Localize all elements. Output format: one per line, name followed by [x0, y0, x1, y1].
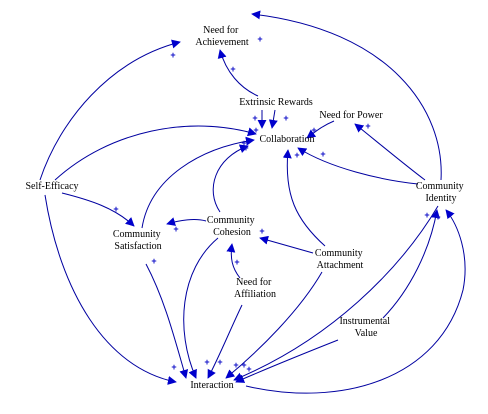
polarity-need-for-affiliation-to-interaction: +: [217, 357, 222, 367]
link-extrinsic-rewards-to-need-for-achievement: [217, 49, 259, 97]
node-self-efficacy: Self-Efficacy: [25, 181, 78, 192]
link-community-identity-to-interaction: [233, 205, 439, 382]
polarity-community-attachment-to-community-cohesion: +: [259, 226, 264, 236]
polarity-community-identity-to-need-for-achievement: +: [257, 34, 262, 44]
link-need-for-affiliation-to-community-cohesion: [226, 243, 241, 279]
node-community-attachment: Community Attachment: [315, 248, 365, 271]
link-instrumental-value-to-community-identity: [382, 209, 441, 319]
link-community-cohesion-to-collaboration: [212, 144, 249, 213]
polarity-community-cohesion-to-community-satisfaction: +: [173, 224, 178, 234]
link-community-attachment-to-collaboration: [282, 149, 326, 247]
polarity-community-satisfaction-to-collaboration: +: [241, 138, 246, 148]
polarity-extrinsic-rewards-to-need-for-achievement: +: [230, 64, 235, 74]
variables: Need for Achievement Extrinsic Rewards N…: [25, 25, 466, 391]
link-instrumental-value-to-interaction: [235, 339, 339, 383]
node-community-identity: Community Identity: [416, 181, 466, 204]
link-community-identity-to-collaboration: [297, 147, 419, 185]
link-self-efficacy-to-need-for-achievement: [39, 39, 181, 181]
link-polarities: +++++++++++++++++++++++++: [113, 34, 440, 374]
causal-links: [39, 10, 466, 394]
node-need-for-affiliation: Need for Affiliation: [234, 277, 276, 300]
link-self-efficacy-to-collaboration: [54, 125, 257, 181]
link-extrinsic-rewards-to-collaboration-b: [268, 109, 278, 129]
polarity-community-identity-to-interaction: +: [241, 360, 246, 370]
polarity-instrumental-value-to-community-identity: +: [424, 210, 429, 220]
link-interaction-to-community-identity: [245, 209, 466, 394]
link-community-cohesion-to-community-satisfaction: [166, 217, 207, 226]
polarity-self-efficacy-to-community-satisfaction: +: [113, 204, 118, 214]
node-interaction: Interaction: [190, 380, 233, 391]
polarity-need-for-power-to-collaboration: +: [311, 125, 316, 135]
polarity-self-efficacy-to-interaction: +: [171, 362, 176, 372]
link-community-cohesion-to-interaction: [183, 237, 219, 379]
polarity-community-cohesion-to-collaboration: +: [243, 143, 248, 153]
node-need-for-power: Need for Power: [319, 110, 383, 121]
node-extrinsic-rewards: Extrinsic Rewards: [239, 97, 313, 108]
polarity-extrinsic-rewards-to-collaboration-a: +: [252, 113, 257, 123]
link-self-efficacy-to-interaction: [44, 194, 177, 385]
polarity-instrumental-value-to-interaction: +: [246, 364, 251, 374]
node-community-cohesion: Community Cohesion: [207, 215, 257, 238]
node-community-satisfaction: Community Satisfaction: [113, 229, 163, 252]
link-community-attachment-to-interaction: [225, 271, 323, 379]
polarity-interaction-to-community-identity: +: [435, 212, 440, 222]
polarity-community-identity-to-collaboration: +: [320, 149, 325, 159]
node-need-for-achievement: Need for Achievement: [195, 25, 249, 48]
node-instrumental-value: Instrumental Value: [339, 316, 392, 339]
link-self-efficacy-to-community-satisfaction: [61, 192, 135, 227]
node-collaboration: Collaboration: [260, 134, 315, 145]
link-community-attachment-to-community-cohesion: [259, 235, 314, 254]
polarity-self-efficacy-to-collaboration: +: [253, 125, 258, 135]
link-community-satisfaction-to-collaboration: [141, 136, 255, 229]
polarity-community-attachment-to-collaboration: +: [294, 150, 299, 160]
link-need-for-affiliation-to-interaction: [207, 304, 243, 379]
polarity-extrinsic-rewards-to-collaboration-b: +: [283, 113, 288, 123]
link-need-for-power-to-community-identity: [354, 123, 426, 181]
link-community-identity-to-need-for-achievement: [251, 10, 442, 181]
polarity-community-satisfaction-to-interaction: +: [151, 256, 156, 266]
polarity-community-attachment-to-interaction: +: [233, 360, 238, 370]
polarity-need-for-affiliation-to-community-cohesion: +: [234, 257, 239, 267]
link-community-satisfaction-to-interaction: [145, 263, 189, 379]
polarity-community-cohesion-to-interaction: +: [204, 357, 209, 367]
polarity-self-efficacy-to-need-for-achievement: +: [170, 50, 175, 60]
link-need-for-power-to-collaboration: [306, 120, 335, 139]
polarity-need-for-power-to-community-identity: +: [365, 121, 370, 131]
